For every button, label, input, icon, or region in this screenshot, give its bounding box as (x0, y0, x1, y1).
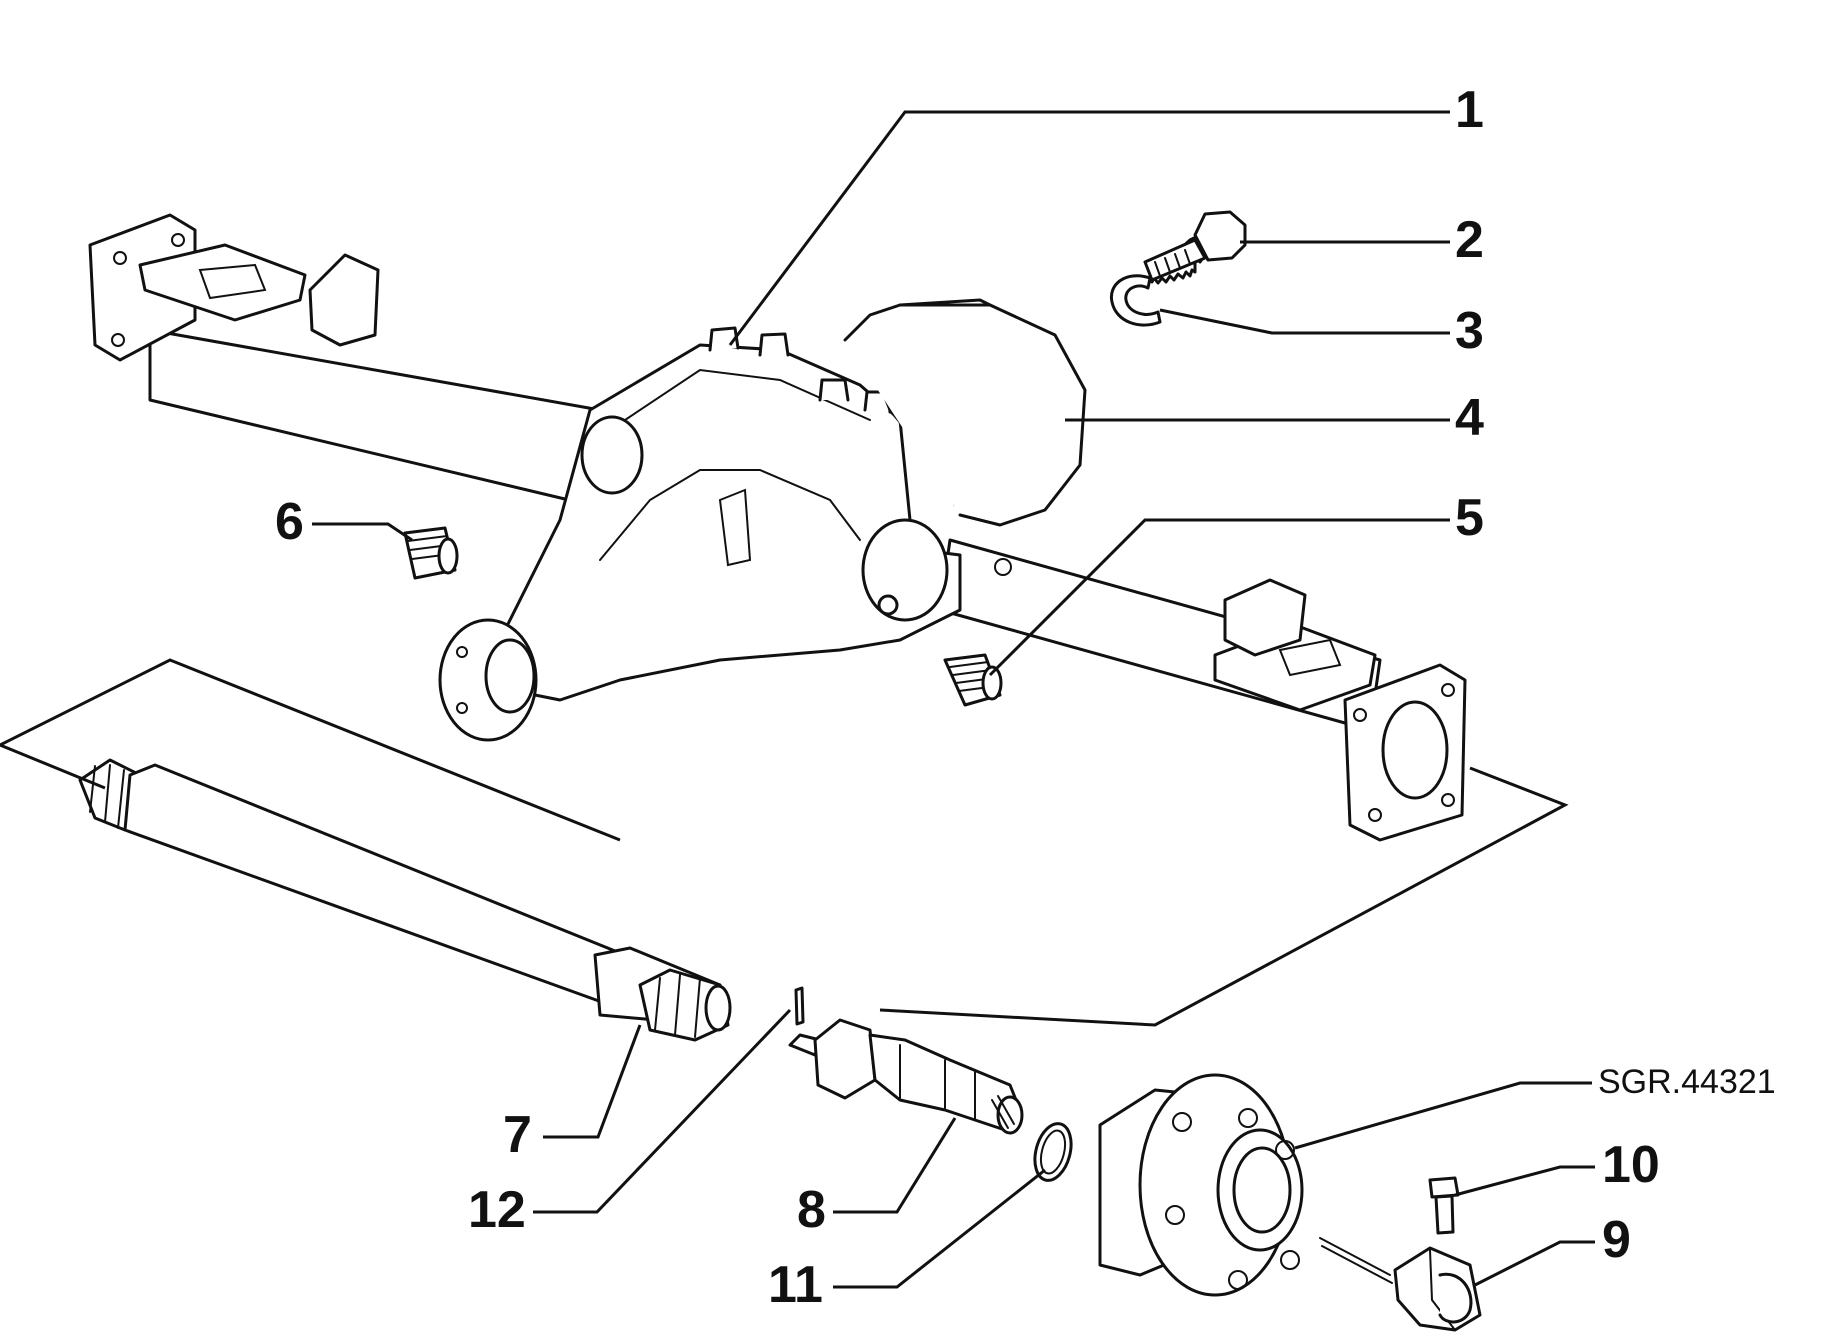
part-3-lock-washer (1109, 274, 1162, 327)
callout-2: 2 (1455, 211, 1484, 269)
callout-5: 5 (1455, 489, 1484, 547)
callout-7: 7 (503, 1106, 532, 1164)
callout-6: 6 (275, 493, 304, 551)
leader-line-code (1294, 1081, 1592, 1150)
leader-lines (312, 110, 1595, 1289)
part-6-plug (403, 526, 459, 580)
drawing-code: SGR.44321 (1598, 1063, 1776, 1101)
part-10-hub-cap (1319, 1176, 1482, 1332)
leader-line-9 (1474, 1240, 1595, 1287)
part-11-o-ring (1033, 1122, 1073, 1182)
exploded-view-frame (0, 658, 1569, 1027)
part-4-cover-gasket (843, 303, 1087, 527)
part-9-wheel-hub (1098, 1073, 1304, 1297)
leader-line-12 (533, 1008, 792, 1214)
callout-9: 9 (1602, 1211, 1631, 1269)
leader-line-3 (1159, 308, 1450, 335)
part-5-plug (943, 653, 1003, 707)
callout-3: 3 (1455, 302, 1484, 360)
callout-4: 4 (1455, 389, 1484, 447)
part-2-bolt (1143, 210, 1247, 285)
leader-line-8 (833, 1117, 957, 1214)
part-7-half-shaft (78, 758, 732, 1042)
leader-line-10 (1454, 1165, 1595, 1197)
callout-11: 11 (768, 1256, 823, 1314)
part-12-key (794, 986, 805, 1026)
part-8-stub-shaft (788, 1018, 1024, 1135)
callout-1: 1 (1455, 81, 1484, 139)
callout-8: 8 (797, 1181, 826, 1239)
leader-line-5 (988, 518, 1450, 677)
leader-line-6 (312, 522, 413, 542)
leader-line-1 (728, 110, 1450, 346)
callout-12: 12 (468, 1181, 526, 1239)
callout-10: 10 (1602, 1136, 1660, 1194)
leader-line-11 (833, 1168, 1046, 1289)
leader-line-7 (543, 1024, 642, 1139)
